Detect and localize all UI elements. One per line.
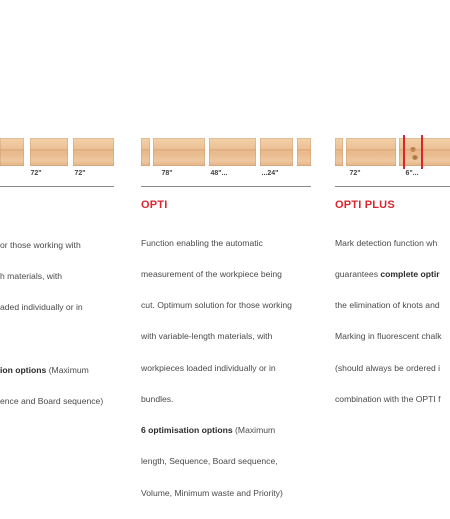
board-piece [209,138,256,166]
board-piece [73,138,114,166]
desc-line: h materials, with [0,271,63,282]
desc-line: the elimination of knots and [335,300,440,311]
board-length-label: 72" [74,170,86,177]
desc-line: Mark detection function wh [335,237,438,248]
cut-mark-line [403,135,405,169]
board-piece [335,138,343,166]
options-rest: (Maximum [232,425,276,436]
desc-line: guarantees complete optir [335,269,442,279]
desc-line: ence and Board sequence) [0,395,104,406]
options-bold: 6 optimisation options [141,425,233,436]
board-length-label: 48"... [210,170,228,177]
board-piece [141,138,150,166]
board-length-label: 72" [349,170,361,177]
board-length-label: 78" [161,170,173,177]
divider [0,186,114,187]
desc-line: measurement of the workpiece being [141,269,282,280]
board-piece [0,138,24,166]
desc-line: or those working with [0,239,81,250]
desc-bold: complete optir [380,269,440,280]
feature-description: Mark detection function wh guarantees co… [335,217,442,425]
feature-title: OPTI PLUS [335,199,395,211]
desc-line: length, Sequence, Board sequence, [141,456,278,467]
board-piece [297,138,311,166]
board-piece [153,138,205,166]
desc-line: Marking in fluorescent chalk [335,331,442,342]
column-opti: 78" 48"... ...24" OPTI Function enabling… [141,0,321,498]
divider [335,186,450,187]
board-piece [260,138,293,166]
cut-mark-line [421,135,423,169]
desc-line: Function enabling the automatic [141,237,263,248]
desc-line: aded individually or in [0,302,83,313]
desc-line: cut. Optimum solution for those working [141,300,292,311]
knot-mark [410,147,416,152]
options-bold: ion options [0,364,47,375]
page: { "columns": [ { "board_labels": ["72\""… [0,0,450,498]
feature-description: Function enabling the automatic measurem… [141,217,292,519]
board-piece [399,138,450,166]
column-basic: 72" 72" or those working with h material… [0,0,120,450]
divider [141,186,311,187]
board-length-label: 6"... [405,170,419,177]
desc-line: with variable-length materials, with [141,331,273,342]
options-rest: (Maximum [46,364,89,375]
feature-description: or those working with h materials, with … [0,219,103,427]
desc-line: combination with the OPTI f [335,393,441,404]
board-length-label: 72" [30,170,42,177]
knot-mark [412,155,418,160]
desc-line: workpieces loaded individually or in [141,362,276,373]
column-opti-plus: 72" 6"... OPTI PLUS Mark detection funct… [335,0,450,450]
feature-title: OPTI [141,199,168,211]
desc-line: (should always be ordered i [335,362,441,373]
options-line: 6 optimisation options (Maximum [141,425,292,435]
desc-line [0,333,103,343]
options-line: ion options (Maximum [0,365,103,375]
board-piece [30,138,68,166]
board-length-label: ...24" [261,170,279,177]
desc-line: bundles. [141,393,174,404]
desc-pre: guarantees [335,269,381,280]
board-piece [346,138,396,166]
desc-line: Volume, Minimum waste and Priority) [141,487,283,498]
